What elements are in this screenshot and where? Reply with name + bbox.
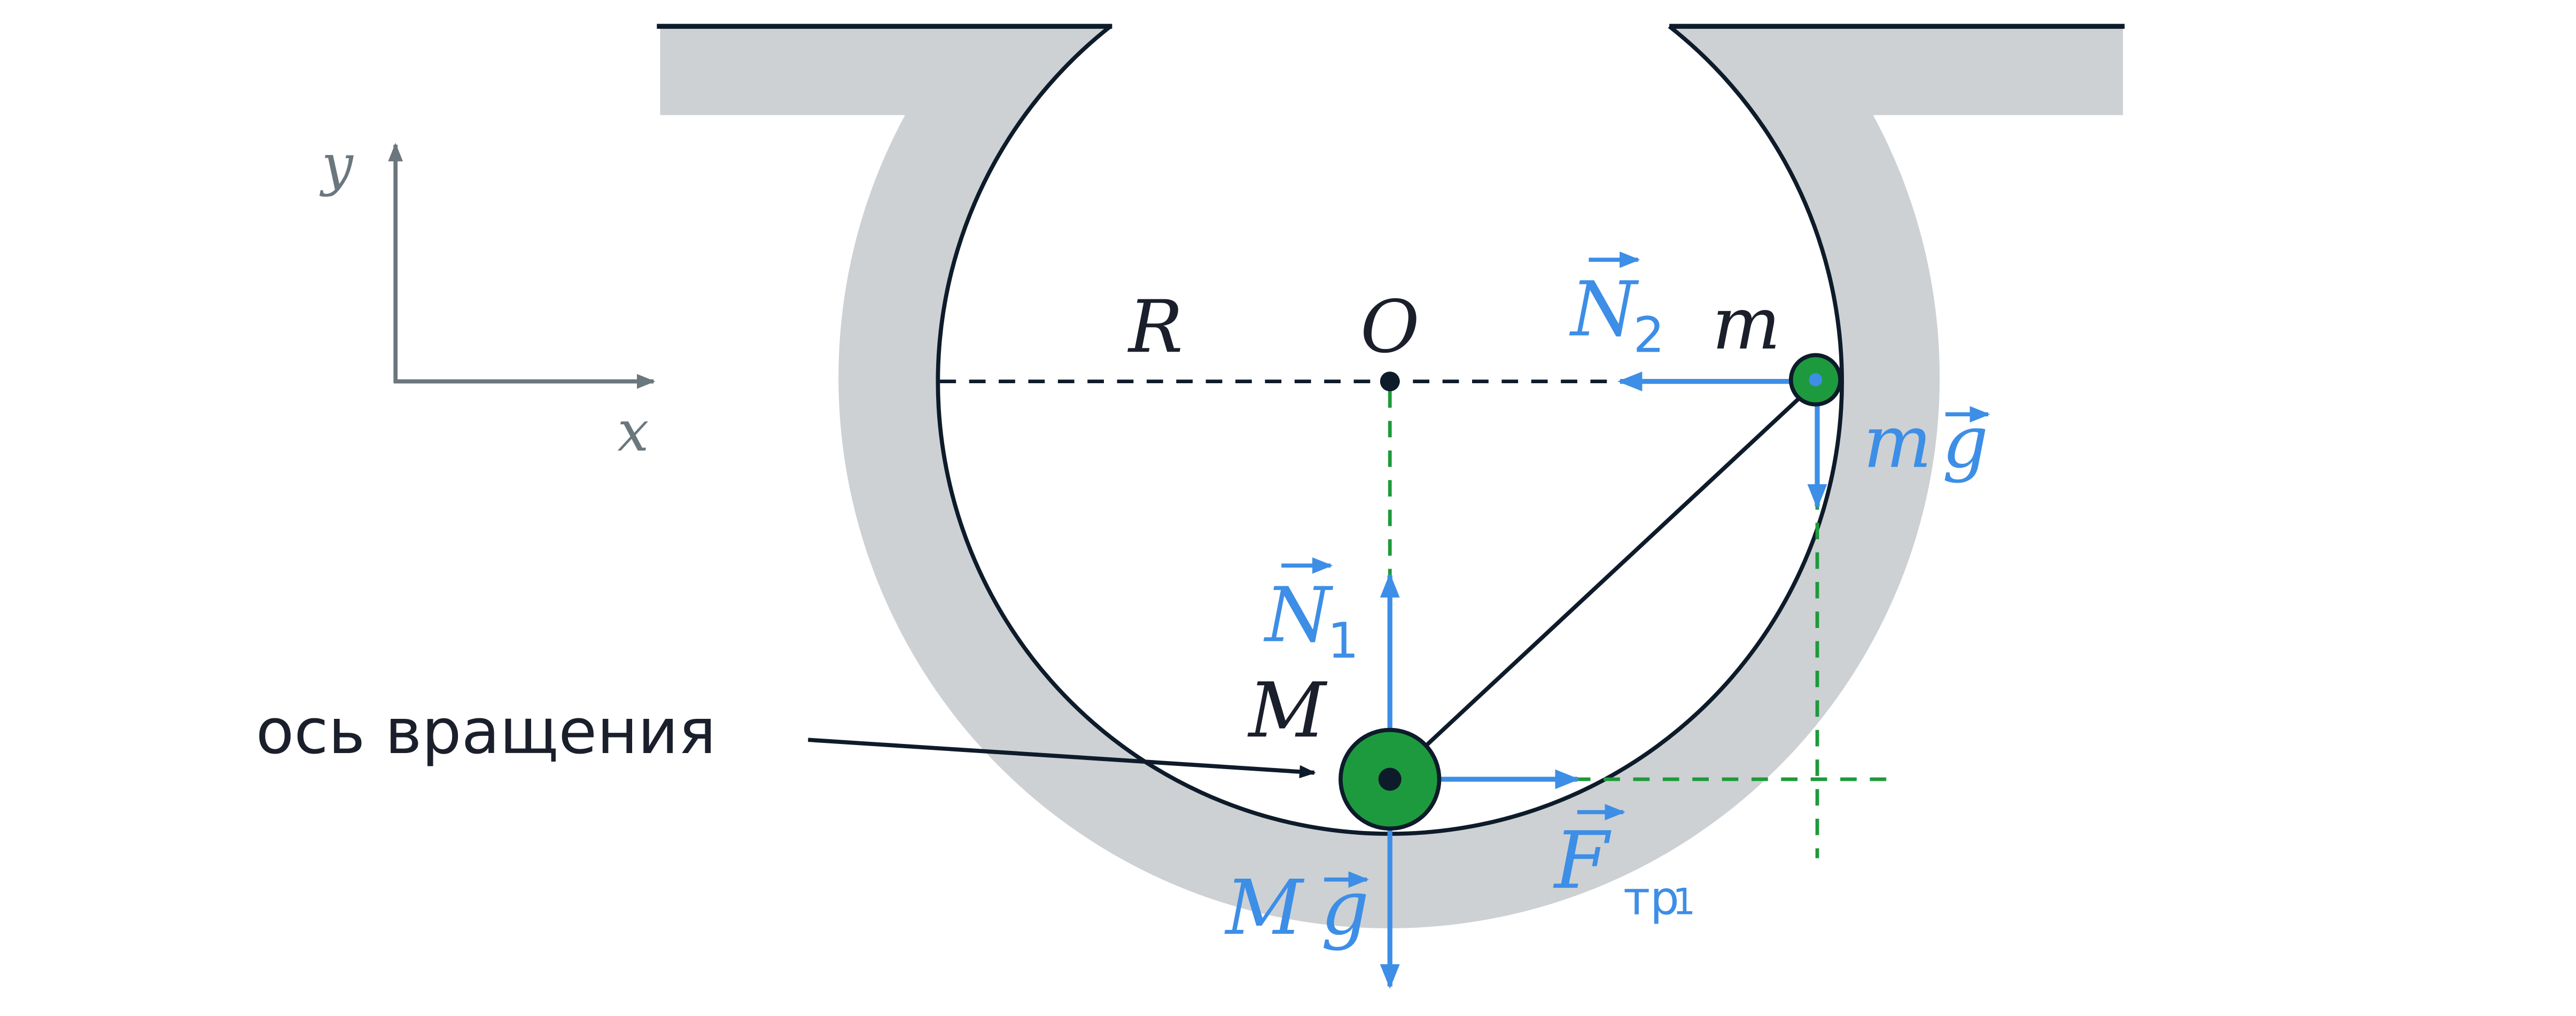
Mg-g: g xyxy=(1321,864,1369,952)
x-axis-label: x xyxy=(617,399,649,464)
center-label: O xyxy=(1360,284,1420,369)
mg-g: g xyxy=(1942,400,1989,484)
friction-subscript-index: 1 xyxy=(1672,880,1695,922)
mg-m: m xyxy=(1863,400,1932,484)
big-mass-label: M xyxy=(1247,667,1328,755)
axis-of-rotation-pointer xyxy=(808,738,1316,779)
radius-label: R xyxy=(1127,284,1183,369)
N2-subscript: 2 xyxy=(1633,306,1664,363)
axis-of-rotation-label: ось вращения xyxy=(256,695,716,768)
bowl-body xyxy=(660,26,2123,928)
N2-label: N 2 xyxy=(1569,251,1664,363)
N1-subscript: 1 xyxy=(1327,611,1359,669)
y-axis-label: y xyxy=(320,133,354,198)
friction-label: F тр 1 xyxy=(1553,804,1695,925)
friction-subscript: тр xyxy=(1623,872,1679,925)
small-mass-label: m xyxy=(1712,281,1780,366)
N1-label: N 1 xyxy=(1263,557,1359,669)
N1-letter: N xyxy=(1263,572,1333,660)
big-mass-center xyxy=(1378,767,1402,791)
Mg-M: M xyxy=(1224,864,1305,952)
Mg-label: M g xyxy=(1224,864,1369,952)
center-point xyxy=(1380,371,1400,392)
friction-F: F xyxy=(1553,815,1612,906)
mg-label: m g xyxy=(1863,400,1990,484)
small-mass-center xyxy=(1809,373,1823,386)
N2-letter: N xyxy=(1569,266,1639,354)
rod xyxy=(1388,379,1819,781)
